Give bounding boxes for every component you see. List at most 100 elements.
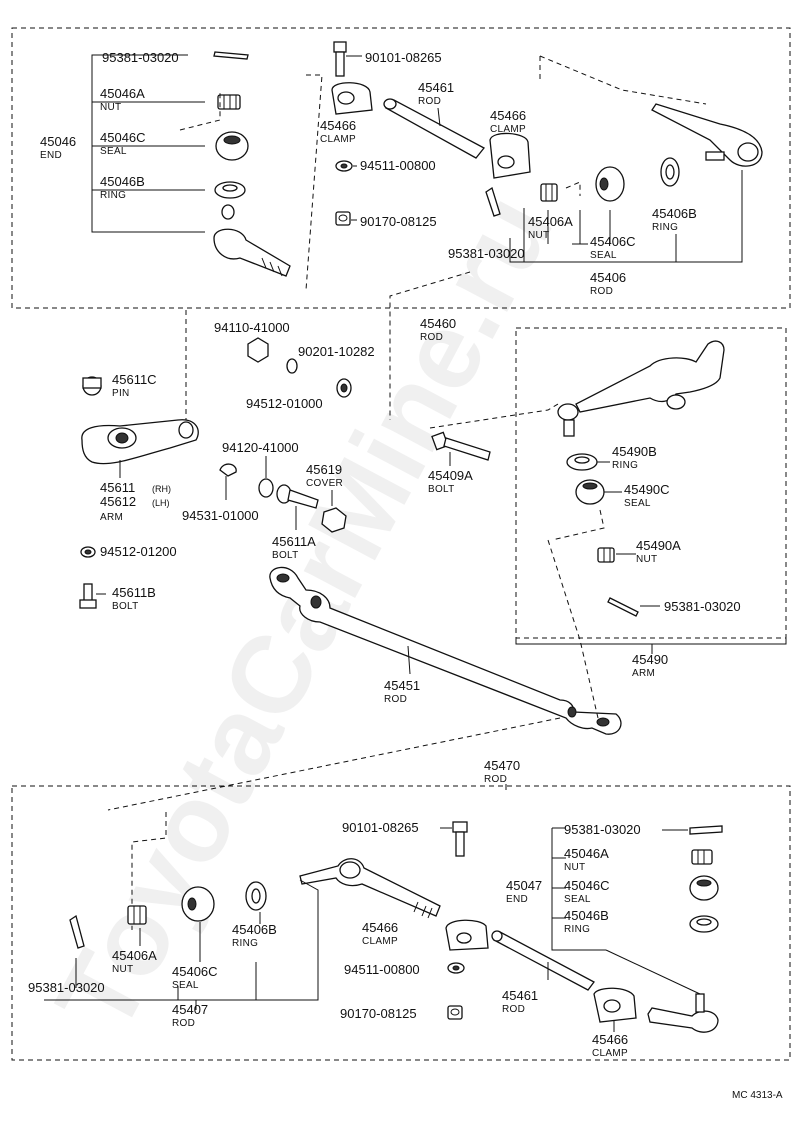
label-text: NUT bbox=[528, 230, 549, 241]
label-text: NUT bbox=[112, 964, 133, 975]
label-nut-90170: 90170-08125 bbox=[360, 214, 437, 229]
pin-icon bbox=[82, 376, 102, 396]
label-text: CLAMP bbox=[362, 936, 398, 947]
top-assembly-45460 bbox=[11, 27, 791, 420]
label-text: ROD bbox=[384, 694, 407, 705]
washer-icon bbox=[447, 962, 465, 974]
bolt-icon bbox=[276, 484, 319, 509]
label-rod-45407: 45407 bbox=[172, 1002, 208, 1017]
label-pin-94531: 94531-01000 bbox=[182, 508, 259, 523]
castle-nut-icon bbox=[691, 849, 713, 865]
label-text: RING bbox=[100, 190, 126, 201]
cotter-pin-icon bbox=[607, 597, 639, 617]
label-seal-45406c: 45406C bbox=[590, 234, 636, 249]
nut-icon bbox=[335, 211, 351, 226]
label-text: CLAMP bbox=[592, 1048, 628, 1059]
label-text: BOLT bbox=[428, 484, 455, 495]
nut-icon bbox=[258, 478, 274, 498]
label-text: NUT bbox=[100, 102, 121, 113]
middle-labels: 94110-41000 90201-10282 94512-01000 4561… bbox=[100, 320, 473, 705]
bolt-icon bbox=[452, 821, 468, 857]
label-text: ROD bbox=[420, 332, 443, 343]
label-washer-94512b: 94512-01200 bbox=[100, 544, 177, 559]
label-pin-95381c: 95381-03020 bbox=[664, 599, 741, 614]
label-pin-45611c: 45611C bbox=[112, 372, 157, 387]
castle-nut-icon bbox=[127, 905, 147, 925]
seal-icon bbox=[215, 131, 249, 161]
label-nut-90170b: 90170-08125 bbox=[340, 1006, 417, 1021]
label-clamp-45466b: 45466 bbox=[490, 108, 526, 123]
ring-icon bbox=[245, 881, 267, 911]
label-bolt-45611b: 45611B bbox=[112, 585, 156, 600]
label-text: NUT bbox=[564, 862, 585, 873]
label-bolt-45409a: 45409A bbox=[428, 468, 473, 483]
seal-icon bbox=[595, 166, 625, 202]
tie-rod-end-icon bbox=[213, 204, 291, 277]
label-ring-45046b-b: 45046B bbox=[564, 908, 609, 923]
bottom-labels: 45470 ROD 90101-08265 95381-03020 45046A… bbox=[28, 758, 641, 1059]
label-seal-45406c-b: 45406C bbox=[172, 964, 218, 979]
top-group-frame bbox=[11, 27, 791, 309]
label-text: BOLT bbox=[112, 601, 139, 612]
ring-icon bbox=[214, 181, 246, 199]
label-text: (RH) bbox=[152, 484, 171, 494]
label-text: SEAL bbox=[624, 498, 651, 509]
nut-icon bbox=[447, 1005, 463, 1020]
washer-icon bbox=[80, 546, 96, 558]
label-pin-95381b: 95381-03020 bbox=[448, 246, 525, 261]
label-arm-45611: 45611 bbox=[100, 480, 135, 495]
label-seal-45046c-b: 45046C bbox=[564, 878, 610, 893]
label-nut-45406a-b: 45406A bbox=[112, 948, 157, 963]
center-link-rod-icon bbox=[269, 566, 622, 735]
label-text: BOLT bbox=[272, 550, 299, 561]
label-nut-45406a: 45406A bbox=[528, 214, 573, 229]
ring-icon bbox=[660, 157, 680, 187]
label-text: RING bbox=[564, 924, 590, 935]
label-text: ROD bbox=[418, 96, 441, 107]
tie-rod-end-icon bbox=[651, 103, 763, 167]
label-nut-45046a: 45046A bbox=[100, 86, 145, 101]
label-text: RING bbox=[612, 460, 638, 471]
label-arm-45490: 45490 bbox=[632, 652, 668, 667]
label-rod-45451: 45451 bbox=[384, 678, 420, 693]
bolt-icon bbox=[333, 41, 347, 77]
seal-icon bbox=[181, 886, 215, 922]
tie-rod-end-icon bbox=[647, 993, 719, 1033]
rod-tube-icon bbox=[491, 930, 595, 991]
label-text: ARM bbox=[100, 512, 123, 523]
nut-icon bbox=[247, 337, 269, 363]
label-end-45047: 45047 bbox=[506, 878, 542, 893]
pitman-arm-group bbox=[429, 327, 787, 654]
label-seal-45046c: 45046C bbox=[100, 130, 146, 145]
label-washer-94511: 94511-00800 bbox=[360, 158, 436, 173]
bolt-icon bbox=[431, 431, 491, 461]
label-text: CLAMP bbox=[320, 134, 356, 145]
castle-nut-icon bbox=[540, 183, 558, 202]
label-clamp-45466d: 45466 bbox=[592, 1032, 628, 1047]
label-cover-45619: 45619 bbox=[306, 462, 342, 477]
ring-icon bbox=[689, 915, 719, 933]
label-ring-45046b: 45046B bbox=[100, 174, 145, 189]
label-ring-45490b: 45490B bbox=[612, 444, 657, 459]
castle-nut-icon bbox=[597, 547, 615, 563]
leader-dash bbox=[179, 92, 221, 131]
label-clamp-45466: 45466 bbox=[320, 118, 356, 133]
label-ring-45406b-b: 45406B bbox=[232, 922, 277, 937]
label-nut-45490a: 45490A bbox=[636, 538, 681, 553]
clamp-icon bbox=[489, 132, 531, 179]
leader-dash bbox=[539, 55, 707, 105]
label-text: END bbox=[506, 894, 528, 905]
idler-arm-icon bbox=[81, 419, 199, 465]
clamp-icon bbox=[445, 919, 489, 951]
rod-tube-icon bbox=[383, 98, 485, 159]
label-nut-45046a-b: 45046A bbox=[564, 846, 609, 861]
label-text: COVER bbox=[306, 478, 343, 489]
label-nut-94120: 94120-41000 bbox=[222, 440, 299, 455]
top-labels: 95381-03020 45046A NUT 45046 END 45046C … bbox=[40, 50, 697, 343]
label-rod-45470: 45470 bbox=[484, 758, 520, 773]
label-text: CLAMP bbox=[490, 124, 526, 135]
label-text: SEAL bbox=[172, 980, 199, 991]
label-text: ROD bbox=[502, 1004, 525, 1015]
